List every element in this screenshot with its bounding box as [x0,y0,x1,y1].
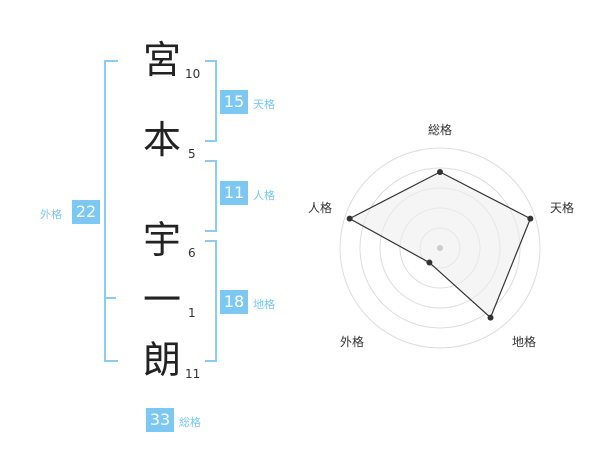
radar-point-1 [527,215,534,222]
gaikaku-label: 外格 [40,208,62,221]
stroke-count-3: 6 [188,246,196,260]
tenkaku-label: 天格 [253,98,275,111]
name-char-3: 宇 [142,218,181,262]
stroke-count-2: 5 [188,147,196,161]
radar-center [437,245,443,251]
jinkaku-bracket [205,160,217,232]
tenkaku-value: 15 [220,90,248,114]
radar-points [346,169,534,321]
jinkaku-label: 人格 [253,189,275,202]
name-char-2: 本 [142,118,181,162]
chikaku-bracket [205,240,217,362]
soukaku-value: 33 [146,408,174,432]
soukaku-label: 総格 [179,416,201,429]
name-char-5: 朗 [142,338,181,382]
stroke-count-5: 11 [185,367,201,381]
name-char-4: 一 [142,278,181,322]
jinkaku-value: 11 [220,181,248,205]
tenkaku-bracket [205,60,217,142]
radar-axis-chikaku: 地格 [512,334,536,349]
radar-point-3 [426,259,433,266]
stroke-count-4: 1 [188,306,196,320]
chikaku-value: 18 [220,290,248,314]
radar-axis-gaikaku: 外格 [340,334,364,349]
radar-point-0 [437,169,443,175]
radar-axis-jinkaku: 人格 [308,200,332,215]
chikaku-label: 地格 [253,298,275,311]
gaikaku-bracket [104,60,118,362]
radar-polygon [348,171,532,319]
name-char-1: 宮 [142,38,181,82]
fortune-radar-chart: 総格 天格 地格 外格 人格 [308,122,574,349]
radar-point-4 [346,215,353,222]
radar-point-2 [487,314,494,321]
gaikaku-bracket-tick [106,297,116,299]
radar-axis-soukaku: 総格 [428,122,452,137]
radar-axis-tenkaku: 天格 [550,200,574,215]
stroke-count-1: 10 [185,67,201,81]
gaikaku-value: 22 [72,200,100,224]
